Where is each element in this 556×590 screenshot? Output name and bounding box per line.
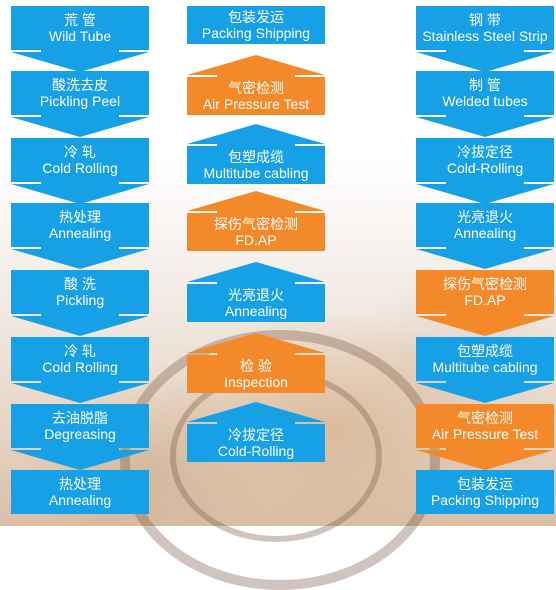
step-label-english: Inspection (224, 374, 288, 390)
step-label-chinese: 热处理 (59, 476, 101, 492)
step-label-chinese: 冷 轧 (64, 343, 96, 359)
step-label-english: Cold-Rolling (217, 443, 295, 459)
step-label-chinese: 去油脱脂 (52, 410, 108, 426)
step-label-english: FD.AP (235, 232, 277, 248)
step-label-english: Multitube cabling (203, 165, 309, 181)
step-label-english: Welded tubes (442, 93, 528, 109)
step-label-english: Air Pressure Test (431, 426, 539, 442)
step-label-english: Wild Tube (48, 28, 112, 44)
step-label-english: Multitube cabling (432, 359, 538, 375)
step-label-chinese: 光亮退火 (228, 287, 284, 303)
step-label-chinese: 钢 带 (469, 12, 501, 28)
step-label-chinese: 冷拔定径 (457, 144, 513, 160)
step-label-chinese: 气密检测 (457, 410, 513, 426)
step-label-english: Annealing (224, 303, 288, 319)
step-label-english: Cold-Rolling (446, 160, 524, 176)
step-label-english: Stainless Steel Strip (422, 28, 548, 44)
step-label-english: FD.AP (464, 292, 506, 308)
step-label-chinese: 包装发运 (228, 9, 284, 25)
step-label-chinese: 包装发运 (457, 476, 513, 492)
step-label-chinese: 光亮退火 (457, 209, 513, 225)
step-label-chinese: 探伤气密检测 (443, 276, 527, 292)
step-label-english: Packing Shipping (430, 492, 540, 508)
step-label-chinese: 冷拔定径 (228, 427, 284, 443)
step-label-english: Degreasing (44, 426, 116, 442)
step-label-english: Air Pressure Test (202, 96, 310, 112)
step-label-chinese: 酸 洗 (64, 276, 96, 292)
step-label-chinese: 冷 轧 (64, 144, 96, 160)
step-label-chinese: 气密检测 (228, 80, 284, 96)
step-label-chinese: 酸洗去皮 (52, 77, 108, 93)
step-label-chinese: 检 验 (240, 358, 272, 374)
step-label-chinese: 探伤气密检测 (214, 216, 298, 232)
step-label-english: Cold Rolling (42, 359, 118, 375)
step-label-english: Annealing (453, 225, 517, 241)
step-label-english: Cold Rolling (42, 160, 118, 176)
step-label-english: Annealing (48, 492, 112, 508)
step-label-chinese: 荒 管 (64, 12, 96, 28)
step-label-chinese: 制 管 (469, 77, 501, 93)
step-label-chinese: 包塑成缆 (457, 343, 513, 359)
step-label-chinese: 包塑成缆 (228, 149, 284, 165)
step-label-chinese: 热处理 (59, 209, 101, 225)
step-label-english: Pickling (55, 292, 105, 308)
step-label-english: Annealing (48, 225, 112, 241)
step-label-english: Pickling Peel (39, 93, 121, 109)
step-label-english: Packing Shipping (201, 25, 311, 41)
